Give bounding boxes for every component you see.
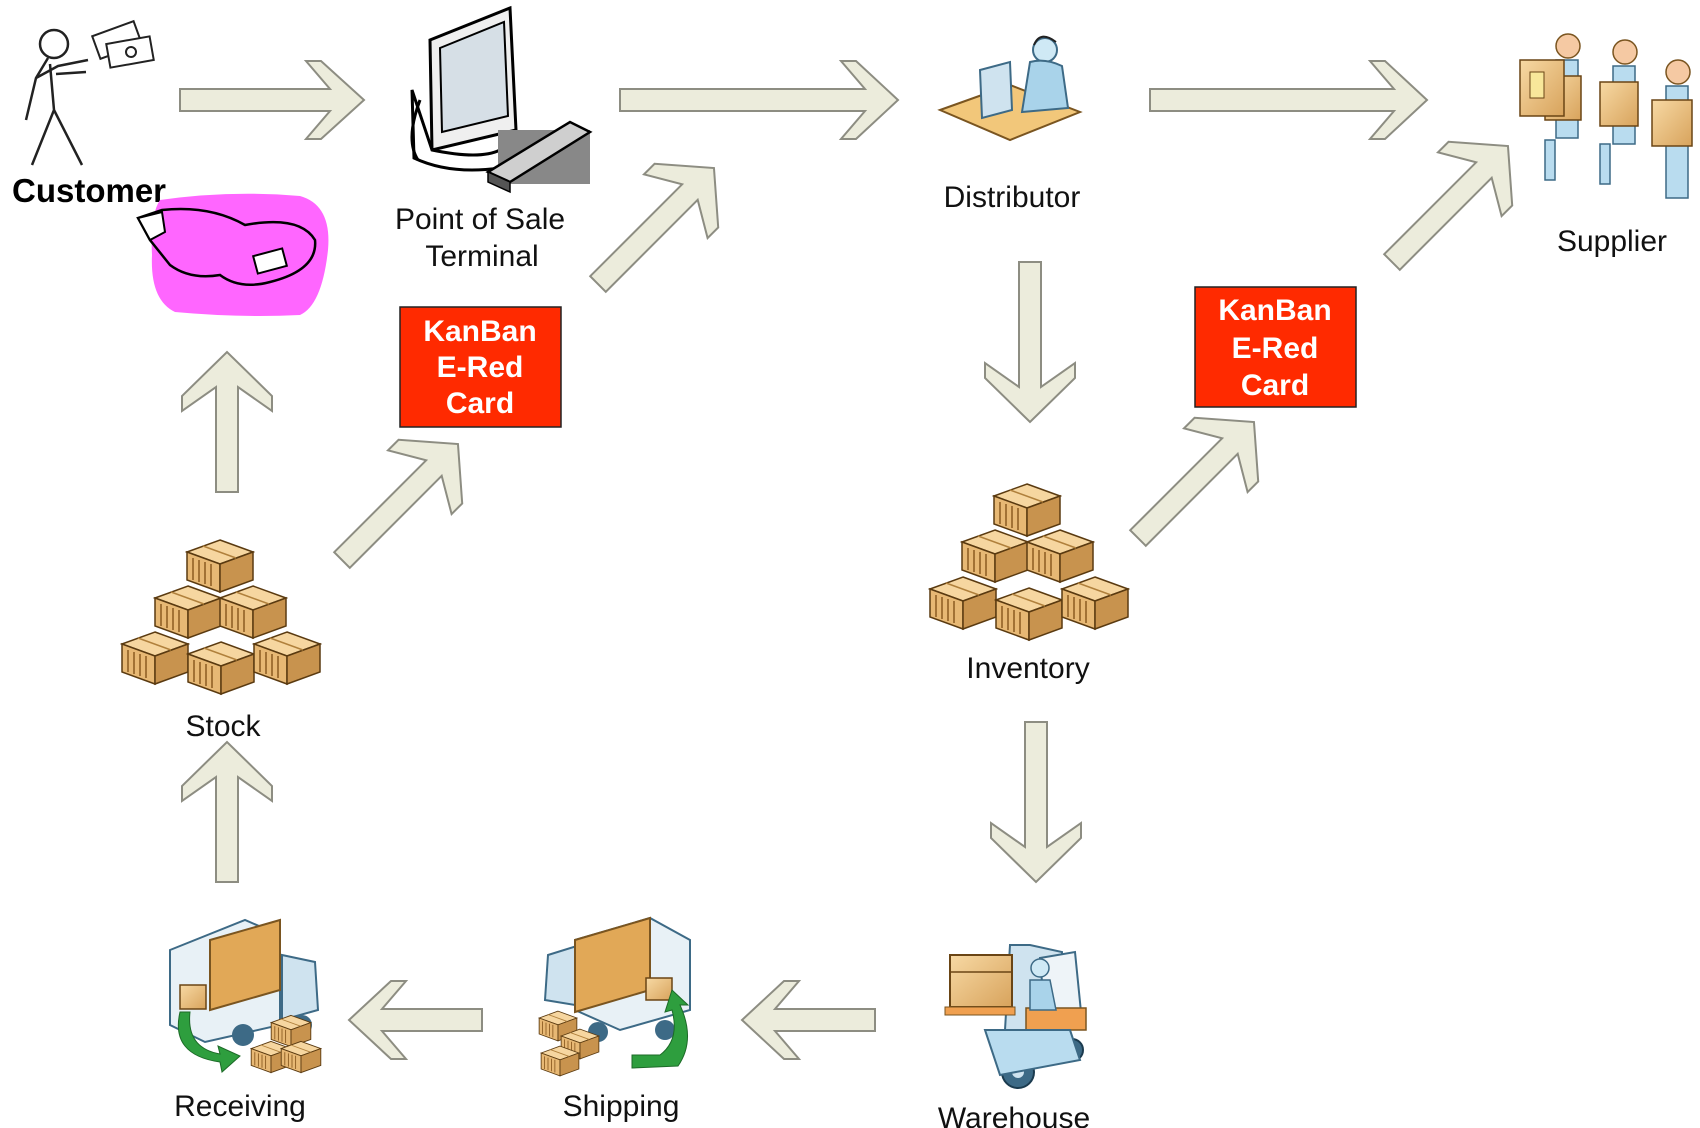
arrow-shipping-to-receiving [347,980,483,1060]
supplier-label: Supplier [1557,225,1667,258]
money-icon [90,19,155,69]
inventory-boxes-icon [929,483,1129,641]
arrow-stock-to-kanban-left [332,438,464,570]
stock-label: Stock [185,710,261,743]
pos-terminal-icon [410,5,593,194]
shipping-truck-icon [538,916,691,1077]
arrow-distributor-to-inventory [984,261,1076,424]
kanban-card-left-line2: E-Red [437,351,524,384]
kanban-card-right: KanBan E-Red Card [1194,286,1357,408]
arrow-kanban-right-to-supplier [1382,140,1514,272]
shipping-label: Shipping [563,1090,680,1123]
distributor-label: Distributor [944,181,1081,214]
receiving-truck-icon [169,918,322,1074]
kanban-card-left-line1: KanBan [423,315,536,348]
pos-label-line1: Point of Sale [395,203,565,236]
arrow-customer-to-pos [179,60,366,140]
credit-card-hand-icon [136,193,329,316]
arrow-distributor-to-supplier [1149,60,1429,140]
warehouse-label: Warehouse [938,1102,1090,1128]
kanban-card-right-line1: KanBan [1218,294,1331,327]
arrow-inventory-to-kanban-right [1128,416,1260,548]
kanban-card-right-bg [1194,286,1357,408]
receiving-label: Receiving [174,1090,306,1123]
arrow-warehouse-to-shipping [740,980,876,1060]
arrow-kanban-left-to-pos [588,162,720,294]
kanban-card-left-bg [399,306,562,428]
customer-label: Customer [12,172,166,209]
warehouse-forklift-icon [944,944,1087,1089]
kanban-card-left: KanBan E-Red Card [399,306,562,428]
stock-boxes-icon [121,539,321,695]
distributor-agent-icon [937,35,1083,142]
arrow-receiving-to-stock [181,740,273,883]
arrow-stock-to-customer [181,350,273,493]
kanban-card-right-line2: E-Red [1232,332,1319,365]
arrow-pos-to-distributor [619,60,900,140]
inventory-label: Inventory [966,652,1089,685]
kanban-card-left-line3: Card [446,387,514,420]
supplier-workers-icon [1519,33,1693,199]
pos-label-line2: Terminal [425,240,538,273]
customer-figure-icon [24,28,89,166]
arrow-inventory-to-warehouse [990,721,1082,884]
kanban-card-right-line3: Card [1241,369,1309,402]
